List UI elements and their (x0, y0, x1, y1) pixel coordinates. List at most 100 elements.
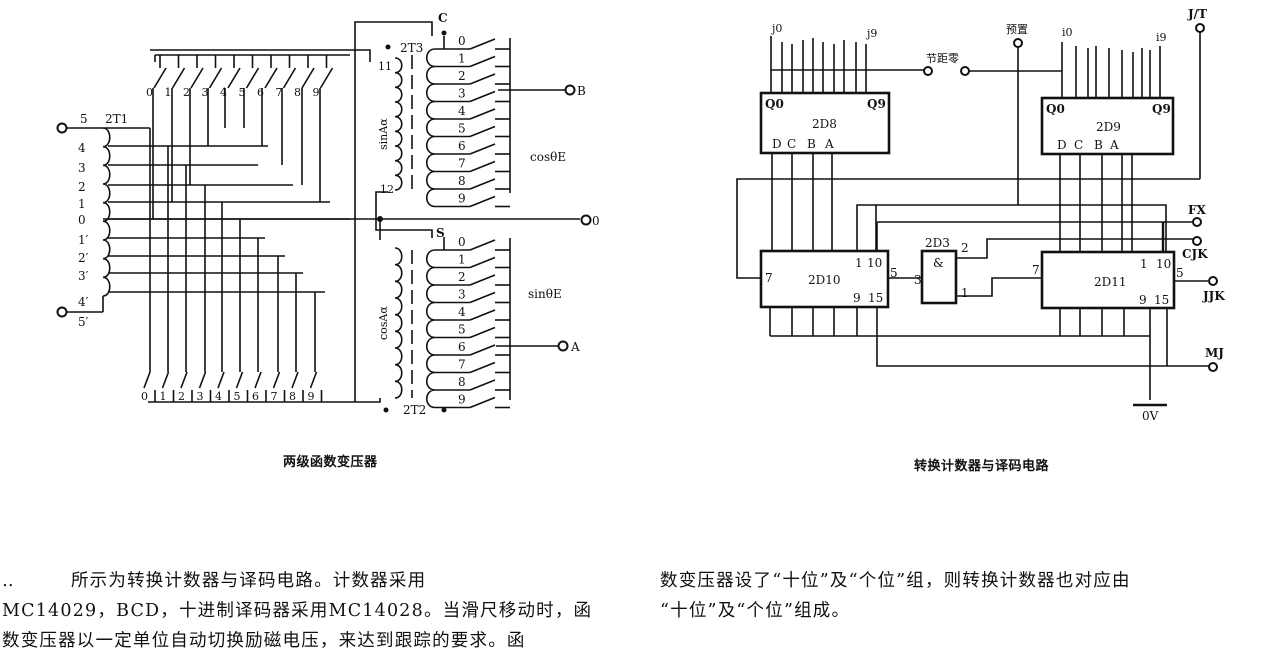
secondary-tap-label: 6 (458, 340, 466, 354)
node-s-label: S (436, 226, 445, 240)
switch-blade (180, 371, 188, 389)
switch-label: 5 (239, 86, 246, 99)
secondary-tap-label: 1 (458, 253, 466, 267)
switch-label: 8 (294, 86, 301, 99)
tap-switch-blade (469, 361, 496, 374)
i-output-bus (1061, 42, 1161, 98)
secondary-tap-label: 0 (458, 235, 466, 249)
i9-label: i9 (1156, 31, 1167, 44)
terminal-a (557, 340, 569, 352)
terminal-b (564, 84, 576, 96)
fx-label: FX (1188, 203, 1207, 217)
2d11-pin10: 10 (1156, 257, 1171, 271)
paragraph-line: 数变压器设了“十位”及“个位”组，则转换计数器也对应由 (660, 571, 1131, 591)
t2-primary-coil (394, 247, 403, 399)
secondary-tap-label: 2 (458, 69, 466, 83)
bottom-bus-wiring (769, 307, 1125, 336)
paragraph-col2: 数变压器设了“十位”及“个位”组，则转换计数器也对应由 “十位”及“个位”组成。 (660, 566, 1131, 626)
fx-terminal (1192, 217, 1202, 227)
preset-terminal (1013, 38, 1023, 48)
i0-label: i0 (1062, 26, 1073, 39)
secondary-tap-label: 8 (458, 375, 466, 389)
tap-switch-blade (469, 38, 496, 50)
2d11-name: 2D11 (1094, 275, 1127, 289)
chip-2d10 (759, 249, 890, 309)
t1-tap-wiring (108, 88, 350, 372)
preset-label: 预置 (1006, 23, 1028, 36)
jt-label: J/T (1187, 7, 1207, 21)
tap-switch-blade (469, 326, 496, 339)
2d8-q0: Q0 (765, 97, 784, 111)
tap-switch-blade (469, 309, 496, 321)
cjk-label: CJK (1182, 247, 1208, 261)
switch-blade (301, 67, 315, 89)
terminal-b-label: B (577, 84, 586, 98)
switch-label: 0 (146, 86, 153, 99)
2d8-in-d: D (772, 137, 782, 151)
secondary-tap-label: 5 (458, 122, 466, 136)
pin-12: 12 (380, 183, 394, 196)
switch-label: 2 (183, 86, 190, 99)
tap-switch-blade (469, 239, 496, 251)
switch-label: 6 (257, 86, 264, 99)
t1-tap-5: 5 (80, 112, 88, 126)
tap-label: 1′ (78, 233, 89, 247)
caption-left: 两级函数变压器 (283, 455, 378, 470)
tap-switch-blade (469, 55, 496, 68)
switch-blade (171, 67, 186, 89)
2d10-pin15: 15 (868, 291, 883, 305)
j0-label: j0 (770, 22, 782, 35)
2d10-pin5: 5 (890, 266, 898, 280)
node-zero-terminal-right (960, 66, 970, 76)
2d3-name: 2D3 (925, 236, 950, 250)
secondary-tap-label: 5 (458, 323, 466, 337)
tap-label: 2 (78, 180, 86, 194)
tap-switch-blade (469, 195, 496, 208)
paragraph-line: MC14029，BCD，十进制译码器采用MC14028。当滑尺移动时，函 (2, 601, 593, 621)
2d8-name: 2D8 (812, 117, 837, 131)
jjk-label: JJK (1202, 289, 1225, 303)
d8-to-d10-wiring (771, 153, 833, 251)
switch-label: 6 (252, 390, 259, 403)
2d8-in-b: B (807, 137, 816, 151)
switch-label: 1 (160, 390, 167, 403)
tap-switch-blade (469, 90, 496, 103)
2d9-in-a: A (1109, 138, 1119, 152)
switch-blade (143, 371, 151, 389)
switch-label: 0 (141, 390, 148, 403)
terminal-a-label: A (570, 340, 580, 354)
2d8-in-a: A (824, 137, 834, 151)
2d9-q0: Q0 (1046, 102, 1065, 116)
switch-blade (319, 67, 334, 89)
polarity-dot (383, 407, 389, 413)
node-zero-terminal-left (923, 66, 933, 76)
chip-2d9 (1040, 96, 1175, 156)
terminal-0-label: 0 (592, 214, 600, 228)
switch-blade (309, 371, 318, 389)
secondary-tap-label: 3 (458, 288, 466, 302)
secondary-tap-label: 2 (458, 270, 466, 284)
secondary-tap-label: 8 (458, 174, 466, 188)
t1-label: 2T1 (105, 112, 128, 126)
node-zero-label: 节距零 (926, 52, 959, 65)
t3-primary-coil (394, 57, 403, 191)
2d10-name: 2D10 (808, 273, 841, 287)
paragraph-col1: ‥ 所示为转换计数器与译码电路。计数器采用 MC14029，BCD，十进制译码器… (2, 566, 592, 656)
tap-switch-blade (469, 125, 496, 138)
switch-blade (264, 67, 278, 89)
polarity-dot (385, 44, 391, 50)
tap-label: 0 (78, 213, 86, 227)
switch-blade (235, 371, 244, 389)
switch-blade (245, 67, 260, 89)
tap-label: 3′ (78, 269, 89, 283)
switch-label: 9 (308, 390, 315, 403)
terminal-0 (580, 214, 592, 226)
2d9-in-c: C (1074, 138, 1083, 152)
switch-blade (282, 67, 297, 89)
switch-label: 9 (313, 86, 320, 99)
tap-switch-blade (469, 291, 496, 304)
t1-coil (102, 127, 111, 297)
2d8-in-c: C (787, 137, 796, 151)
2d11-pin7: 7 (1032, 263, 1040, 277)
